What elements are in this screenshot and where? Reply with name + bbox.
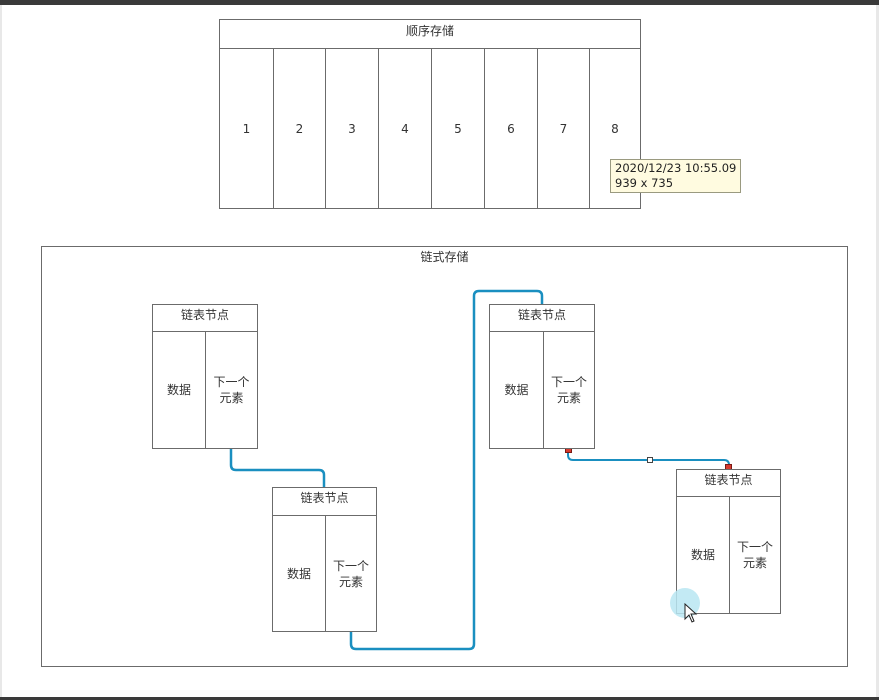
sequential-cell-3[interactable]: 3	[325, 49, 378, 208]
node-next-label-line2: 元素	[556, 391, 581, 405]
tooltip-size: 939 x 735	[615, 176, 674, 190]
node-title: 链表节点	[180, 308, 229, 322]
node-title: 链表节点	[704, 473, 753, 487]
connector-mid-handle[interactable]	[647, 457, 653, 463]
sequential-title-divider	[220, 48, 640, 49]
sequential-cell-6[interactable]: 6	[484, 49, 537, 208]
sequential-storage-container[interactable]: 顺序存储 1 2 3 4 5 6 7 8	[219, 19, 641, 209]
node-data-label: 数据	[690, 548, 715, 562]
node-title-divider	[490, 331, 594, 332]
window-bottom-bar	[0, 697, 879, 700]
linked-node-2[interactable]: 链表节点 数据 下一个元素	[272, 487, 377, 632]
sequential-cell-1[interactable]: 1	[220, 49, 273, 208]
node-data-cell[interactable]: 数据	[677, 497, 729, 613]
node-data-label: 数据	[166, 383, 191, 397]
node-next-label-line2: 元素	[742, 556, 767, 570]
sequential-cell-8[interactable]: 8	[589, 49, 640, 208]
sequential-cell-label: 7	[559, 121, 568, 136]
node-next-label-line1: 下一个	[550, 375, 587, 389]
linked-node-1[interactable]: 链表节点 数据 下一个元素	[152, 304, 258, 449]
sequential-cell-7[interactable]: 7	[537, 49, 589, 208]
node-next-cell[interactable]: 下一个元素	[325, 516, 376, 631]
linked-storage-title: 链式存储	[420, 250, 469, 264]
window-right-edge	[876, 5, 879, 697]
node-next-label-line2: 元素	[338, 574, 363, 589]
linked-node-3[interactable]: 链表节点 数据 下一个元素	[489, 304, 595, 449]
window-top-bar	[0, 0, 879, 5]
node-next-cell[interactable]: 下一个元素	[543, 332, 594, 448]
sequential-storage-title: 顺序存储	[405, 24, 454, 38]
node-data-cell[interactable]: 数据	[153, 332, 205, 448]
node-next-cell[interactable]: 下一个元素	[205, 332, 257, 448]
sequential-cell-2[interactable]: 2	[273, 49, 325, 208]
node-next-cell[interactable]: 下一个元素	[729, 497, 780, 613]
node-data-cell[interactable]: 数据	[490, 332, 543, 448]
sequential-cell-label: 8	[611, 121, 619, 136]
sequential-cell-label: 1	[242, 121, 251, 136]
window-left-edge	[0, 5, 2, 697]
sequential-cell-label: 4	[401, 121, 409, 136]
sequential-cell-5[interactable]: 5	[431, 49, 484, 208]
linked-node-4[interactable]: 链表节点 数据 下一个元素	[676, 469, 781, 614]
node-data-label: 数据	[286, 566, 311, 581]
node-data-label: 数据	[504, 383, 529, 397]
sequential-cell-4[interactable]: 4	[378, 49, 431, 208]
sequential-cell-label: 6	[507, 121, 515, 136]
node-title: 链表节点	[300, 491, 349, 505]
size-tooltip: 2020/12/23 10:55.09 939 x 735	[610, 159, 742, 193]
connector-node2-node3	[349, 289, 544, 651]
connector-node1-node2	[229, 449, 326, 487]
node-next-label-line1: 下一个	[332, 558, 369, 573]
tooltip-timestamp: 2020/12/23 10:55.09	[615, 161, 737, 175]
sequential-cell-label: 5	[454, 121, 462, 136]
node-next-label-line1: 下一个	[736, 540, 773, 554]
node-title-divider	[273, 515, 376, 516]
sequential-cell-label: 3	[348, 121, 356, 136]
node-next-label-line1: 下一个	[213, 375, 250, 389]
node-title-divider	[677, 496, 780, 497]
node-next-label-line2: 元素	[219, 391, 244, 405]
node-data-cell[interactable]: 数据	[273, 516, 325, 631]
mouse-cursor-icon	[684, 603, 698, 623]
sequential-cell-label: 2	[295, 121, 304, 136]
node-title-divider	[153, 331, 257, 332]
node-title: 链表节点	[517, 308, 566, 322]
